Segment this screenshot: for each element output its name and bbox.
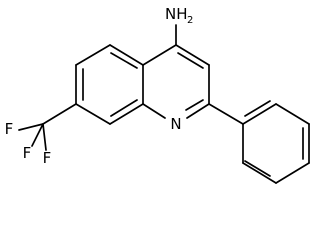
bond-c8-c8a: [109, 103, 144, 125]
bond-cf3-f3: [42, 123, 47, 151]
bond-c2-phenyl: [208, 103, 244, 125]
bond-ph4-ph5: [275, 162, 310, 184]
amine-label: NH: [165, 5, 188, 23]
bond-cf3-f2: [31, 123, 44, 147]
fluorine-label-2: F: [23, 144, 32, 162]
bond-c8-c8a-inner: [110, 99, 138, 117]
bond-c5-c6: [75, 44, 111, 66]
bond-ph2-ph3: [275, 103, 310, 125]
bond-cf3-f1: [18, 123, 44, 131]
atom-labels: NH 2 N F F F: [5, 5, 194, 167]
fluorine-label-3: F: [43, 149, 52, 167]
amine-subscript: 2: [187, 15, 193, 26]
bond-ph5-ph6-inner: [244, 160, 271, 177]
bond-c4-c3: [175, 44, 210, 66]
bond-c4a-c5-inner: [110, 52, 138, 69]
ring-nitrogen-label: N: [170, 115, 181, 133]
bond-ph1-ph2: [242, 103, 277, 125]
fluorine-label-1: F: [5, 120, 14, 138]
bond-ph1-ph2-inner: [244, 100, 271, 117]
bond-c4-c4a: [142, 44, 177, 66]
bond-c2-n1: [186, 103, 210, 119]
bonds: [18, 24, 310, 184]
bond-n1-c8a: [142, 103, 166, 119]
bond-c7-c8: [75, 103, 111, 125]
bond-ph5-ph6: [242, 162, 277, 184]
bond-c2-n1-inner: [185, 99, 204, 111]
bond-c4-c3-inner: [177, 52, 204, 69]
chemical-structure: NH 2 N F F F: [5, 5, 310, 184]
bond-c4a-c5: [109, 44, 144, 66]
bond-c7-cf3: [42, 103, 77, 125]
